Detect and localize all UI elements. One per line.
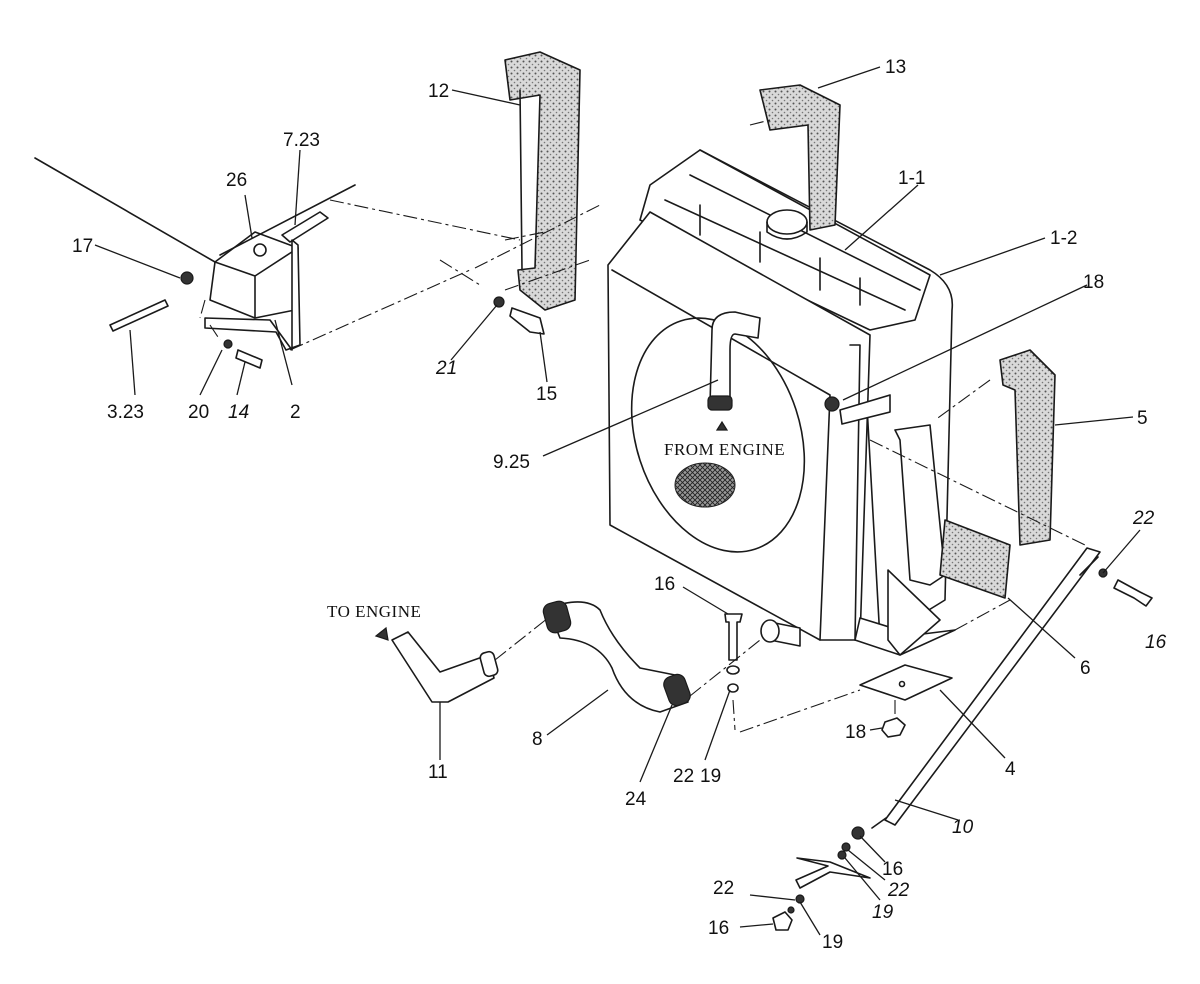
callout-11: 11 xyxy=(428,762,448,783)
callout-22-center: 22 xyxy=(673,766,694,787)
bolt-14 xyxy=(235,349,263,369)
callout-24: 24 xyxy=(625,789,647,810)
callout-26: 26 xyxy=(226,170,247,191)
nut-17 xyxy=(180,271,194,285)
foam-pad-6 xyxy=(939,519,1011,599)
nut-18-bottom xyxy=(881,717,906,738)
washer-21 xyxy=(493,296,505,308)
callout-1-2: 1-2 xyxy=(1050,228,1077,249)
stay-rod-10 xyxy=(884,547,1101,826)
callout-10: 10 xyxy=(952,817,974,838)
pipe-11 xyxy=(391,631,495,703)
radiator-assembly xyxy=(607,149,956,656)
nut-18-top xyxy=(824,396,840,412)
callout-16-bottom: 16 xyxy=(708,918,729,939)
callout-18-top: 18 xyxy=(1083,272,1104,293)
callout-13: 13 xyxy=(885,57,906,78)
callout-19-bottom: 19 xyxy=(822,932,843,953)
callout-7-23: 7.23 xyxy=(283,130,320,151)
bolt-16-bottom xyxy=(772,911,793,931)
callout-20: 20 xyxy=(188,402,209,423)
hose-8 xyxy=(547,601,689,713)
callout-16-top: 16 xyxy=(654,574,675,595)
upper-hose-outlet xyxy=(709,311,761,406)
foam-pad-13 xyxy=(759,84,841,231)
plate-4 xyxy=(859,664,953,701)
callout-19-right: 19 xyxy=(872,902,894,923)
radiator-top-tank xyxy=(639,149,931,331)
callout-4: 4 xyxy=(1005,759,1016,780)
callout-6: 6 xyxy=(1080,658,1091,679)
callout-2: 2 xyxy=(290,402,301,423)
fan-shroud-ring xyxy=(630,317,806,553)
callout-22-bottom: 22 xyxy=(713,878,734,899)
foam-pad-12 xyxy=(504,51,581,311)
callout-22-right: 22 xyxy=(887,880,910,901)
side-bracket xyxy=(894,424,946,586)
callout-9-25: 9.25 xyxy=(493,452,530,473)
callout-17: 17 xyxy=(72,236,93,257)
bolt-16-center xyxy=(724,613,743,661)
washer-20 xyxy=(223,339,233,349)
bolt-3-23 xyxy=(109,299,169,332)
mesh-grill xyxy=(674,462,736,508)
bolt-16-right xyxy=(1113,579,1153,607)
callout-16-mid: 16 xyxy=(882,859,903,880)
note-from-engine: FROM ENGINE xyxy=(664,440,785,459)
callout-14: 14 xyxy=(228,402,249,423)
callout-15: 15 xyxy=(536,384,557,405)
callout-16-right: 16 xyxy=(1145,632,1167,653)
bolt-15 xyxy=(509,307,545,335)
callout-22-right-top: 22 xyxy=(1132,508,1155,529)
callout-1-1: 1-1 xyxy=(898,168,925,189)
callout-3-23: 3.23 xyxy=(107,402,144,423)
callout-19-center: 19 xyxy=(700,766,721,787)
note-to-engine: TO ENGINE xyxy=(327,602,421,621)
callout-12: 12 xyxy=(428,81,449,102)
callout-5: 5 xyxy=(1137,408,1148,429)
radiator-cap xyxy=(766,209,808,235)
callout-21: 21 xyxy=(435,358,457,379)
foam-pad-5 xyxy=(999,349,1056,546)
callout-18-bottom: 18 xyxy=(845,722,866,743)
callout-8: 8 xyxy=(532,729,543,750)
reserve-tank xyxy=(34,157,356,351)
